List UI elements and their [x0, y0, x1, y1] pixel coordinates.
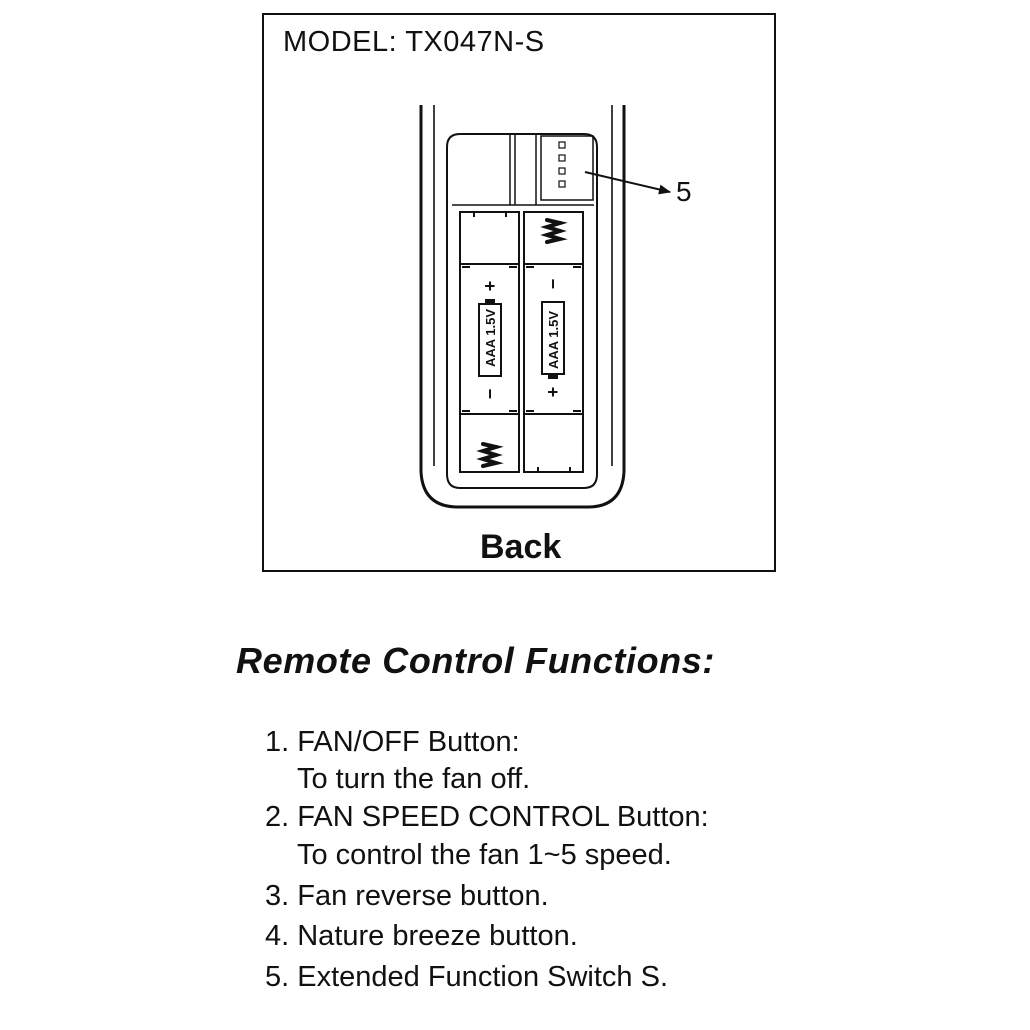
battery-symbol-right: AAA 1.5V − + [541, 279, 565, 398]
function-item-1-desc: To turn the fan off. [297, 763, 531, 795]
spring-icon [540, 218, 568, 244]
plus-sign: + [480, 281, 500, 292]
remote-body [419, 105, 626, 509]
minus-sign: − [480, 389, 500, 400]
function-item-2-desc: To control the fan 1~5 speed. [297, 839, 672, 871]
contact-tabs [462, 212, 581, 472]
minus-sign: − [543, 279, 563, 290]
view-label: Back [480, 528, 562, 566]
battery-symbol-left: AAA 1.5V + − [478, 281, 502, 400]
battery-label: AAA 1.5V [546, 311, 561, 369]
function-item-4: 4. Nature breeze button. [265, 920, 578, 952]
function-item-3: 3. Fan reverse button. [265, 880, 549, 912]
function-switch [540, 135, 594, 201]
battery-label: AAA 1.5V [483, 309, 498, 367]
model-label: MODEL: TX047N-S [283, 26, 545, 58]
plus-sign: + [543, 387, 563, 398]
battery-compartment [446, 133, 598, 489]
battery-slot-right [523, 211, 584, 473]
function-item-1: 1. FAN/OFF Button: [265, 726, 520, 758]
callout-arrow [584, 171, 671, 195]
functions-title: Remote Control Functions: [236, 640, 715, 681]
function-item-2: 2. FAN SPEED CONTROL Button: [265, 801, 709, 833]
spring-icon [476, 442, 504, 468]
function-item-5: 5. Extended Function Switch S. [265, 961, 668, 993]
battery-slot-left [459, 211, 520, 473]
callout-number: 5 [676, 176, 692, 207]
